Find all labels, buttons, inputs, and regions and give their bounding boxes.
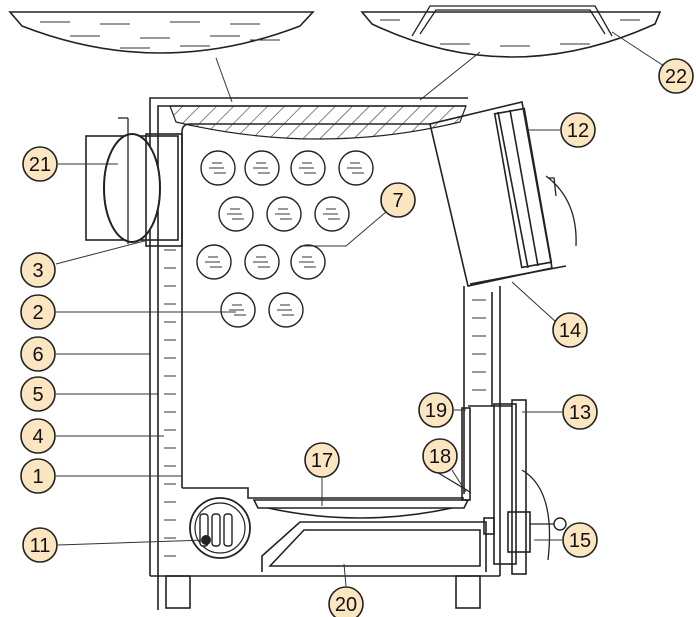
callout-circle bbox=[304, 442, 340, 478]
callout-12: 12 bbox=[560, 112, 596, 148]
callout-number: 7 bbox=[392, 190, 403, 212]
tube bbox=[314, 196, 350, 232]
tube bbox=[244, 244, 280, 280]
tube bbox=[196, 244, 232, 280]
callout-circle bbox=[380, 182, 416, 218]
top-detail-right bbox=[360, 5, 662, 58]
tube bbox=[218, 196, 254, 232]
callout-circle bbox=[658, 58, 694, 94]
callout-20: 20 bbox=[328, 586, 364, 617]
callout-22: 22 bbox=[658, 58, 694, 94]
leader-line-3 bbox=[55, 239, 149, 265]
water-connection bbox=[189, 497, 251, 559]
leader-line-20 bbox=[343, 563, 347, 587]
callout-number: 1 bbox=[32, 466, 43, 488]
callout-number: 5 bbox=[32, 384, 43, 406]
feet bbox=[157, 575, 481, 610]
tube bbox=[220, 292, 256, 328]
top-detail-left bbox=[8, 11, 315, 54]
leader-line-18 bbox=[451, 469, 467, 493]
callout-number: 14 bbox=[559, 320, 581, 342]
callout-circle bbox=[22, 527, 58, 563]
callout-circle bbox=[20, 294, 56, 330]
leader-line-11 bbox=[57, 539, 207, 546]
callout-number: 18 bbox=[429, 446, 451, 468]
callout-19: 19 bbox=[418, 392, 454, 428]
flue-outlet bbox=[85, 117, 183, 247]
tube bbox=[200, 150, 236, 186]
upper-loading-door bbox=[429, 101, 577, 287]
callout-circle bbox=[562, 522, 598, 558]
callout-3: 3 bbox=[20, 252, 56, 288]
callout-number: 12 bbox=[567, 120, 589, 142]
top-insulation bbox=[169, 105, 467, 140]
callout-1: 1 bbox=[20, 458, 56, 494]
tube bbox=[268, 292, 304, 328]
leader-inset-left bbox=[215, 57, 233, 103]
callout-number: 2 bbox=[32, 302, 43, 324]
callout-6: 6 bbox=[20, 336, 56, 372]
callout-number: 15 bbox=[569, 530, 591, 552]
tube bbox=[266, 196, 302, 232]
tube bbox=[244, 150, 280, 186]
callout-circle bbox=[552, 312, 588, 348]
grate bbox=[252, 499, 470, 519]
callout-17: 17 bbox=[304, 442, 340, 478]
callout-number: 17 bbox=[311, 450, 333, 472]
callout-11: 11 bbox=[22, 527, 58, 563]
callout-circle bbox=[20, 458, 56, 494]
callout-circle bbox=[328, 586, 364, 617]
callout-circle bbox=[20, 336, 56, 372]
callout-2: 2 bbox=[20, 294, 56, 330]
callout-circle bbox=[20, 252, 56, 288]
leader-line-14 bbox=[511, 281, 557, 323]
callout-number: 3 bbox=[32, 260, 43, 282]
callout-13: 13 bbox=[562, 394, 598, 430]
callout-circle bbox=[20, 376, 56, 412]
leader-inset-right bbox=[419, 51, 481, 101]
callout-5: 5 bbox=[20, 376, 56, 412]
callout-circle bbox=[562, 394, 598, 430]
callout-14: 14 bbox=[552, 312, 588, 348]
callout-circle bbox=[22, 146, 58, 182]
callout-circle bbox=[560, 112, 596, 148]
callout-number: 11 bbox=[30, 535, 51, 557]
callout-7: 7 bbox=[380, 182, 416, 218]
tube bbox=[290, 244, 326, 280]
callout-4: 4 bbox=[20, 418, 56, 454]
callout-circle bbox=[422, 438, 458, 474]
leader-line-7 bbox=[300, 211, 387, 247]
callout-circle bbox=[20, 418, 56, 454]
callout-number: 21 bbox=[29, 154, 51, 176]
callout-number: 20 bbox=[335, 594, 357, 616]
leader-lines bbox=[55, 31, 665, 587]
callout-circle bbox=[418, 392, 454, 428]
tube bbox=[290, 150, 326, 186]
ash-pan bbox=[261, 517, 495, 572]
callout-number: 13 bbox=[569, 402, 591, 424]
callout-number: 22 bbox=[665, 66, 687, 88]
heat-exchanger-tubes bbox=[196, 150, 374, 328]
callout-21: 21 bbox=[22, 146, 58, 182]
lower-ash-door bbox=[468, 399, 567, 575]
callout-number: 6 bbox=[32, 344, 43, 366]
callout-18: 18 bbox=[422, 438, 458, 474]
tube bbox=[338, 150, 374, 186]
callout-number: 19 bbox=[425, 400, 447, 422]
callout-number: 4 bbox=[32, 426, 43, 448]
callout-15: 15 bbox=[562, 522, 598, 558]
leader-line-22 bbox=[611, 31, 665, 67]
